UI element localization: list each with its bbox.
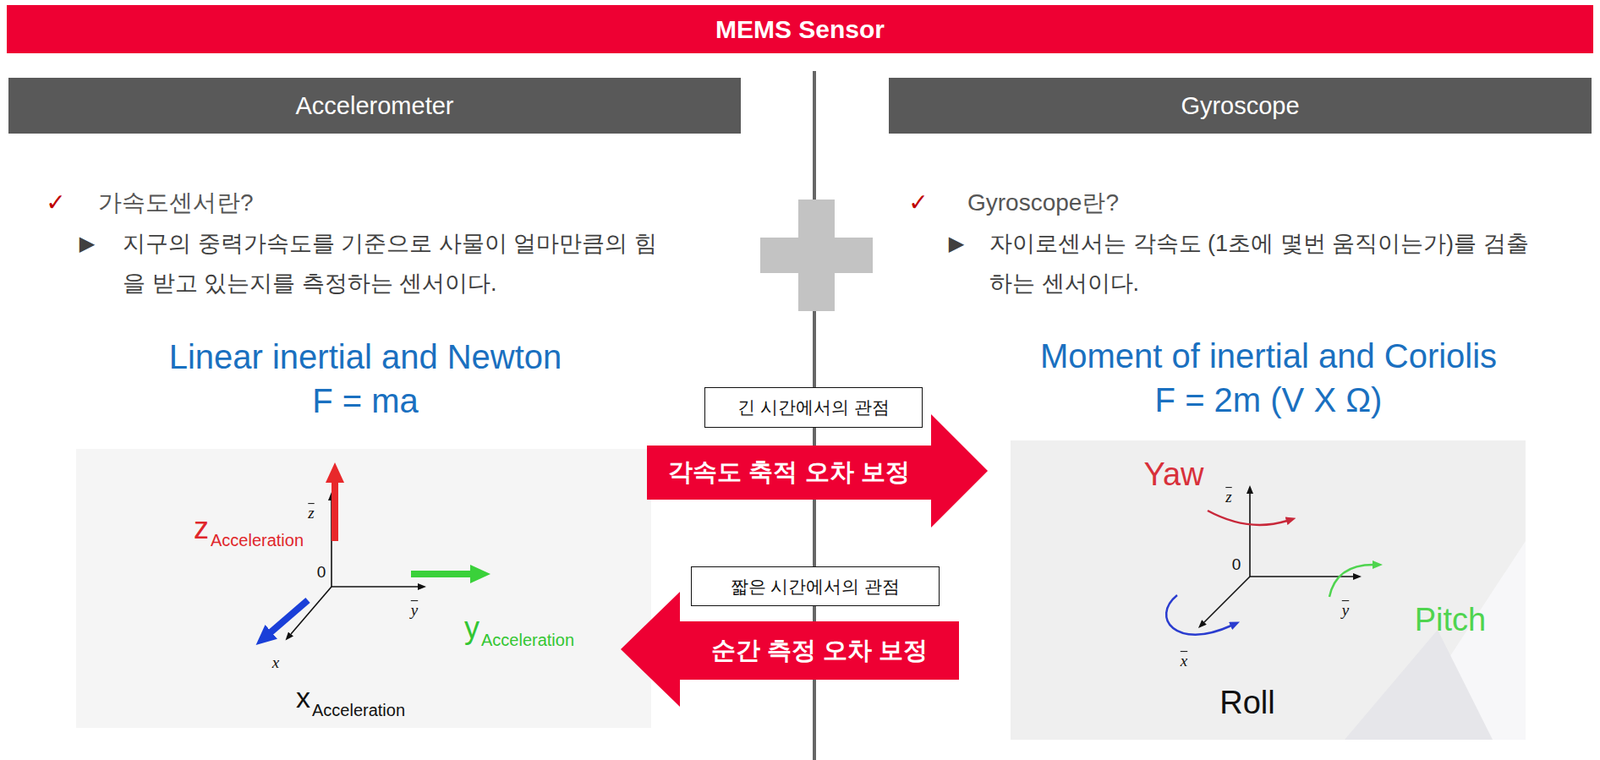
- viewpoint-text: 긴 시간에서의 관점: [737, 395, 890, 420]
- definition-text: 자이로센서는 각속도 (1초에 몇번 움직이는가)를 검출하는 센서이다.: [989, 224, 1548, 304]
- definition-text: 지구의 중력가속도를 기준으로 사물이 얼마만큼의 힘을 받고 있는지를 측정하…: [122, 224, 664, 304]
- roll-rotation-arrow: [1166, 595, 1232, 636]
- axis-name: y: [464, 610, 480, 646]
- z-acceleration-arrow: [331, 482, 339, 542]
- gyroscope-figure-ground: [1010, 440, 1526, 740]
- check-mark: ✓: [908, 189, 928, 217]
- bullet-marker: ▶: [79, 231, 95, 256]
- rotation-name: Pitch: [1414, 602, 1486, 640]
- rotation-name: Yaw: [1143, 456, 1204, 494]
- bullet-marker: ▶: [948, 231, 965, 256]
- formula-text: F = 2m (V X Ω): [1155, 380, 1383, 420]
- title-text: MEMS Sensor: [715, 15, 885, 44]
- arrow-label-area: 각속도 축적 오차 보정: [646, 445, 932, 500]
- origin-label: 0: [1232, 555, 1242, 575]
- accelerometer-figure-ground: [76, 449, 652, 729]
- formula-text: Linear inertial and Newton: [169, 337, 563, 377]
- axis-letter: x: [272, 653, 280, 673]
- axis-letter: y: [1342, 601, 1349, 620]
- viewpoint-text: 짧은 시간에서의 관점: [730, 575, 901, 599]
- formula-text: Moment of inertial and Coriolis: [1040, 336, 1497, 376]
- correction-arrow: 순간 측정 오차 보정: [620, 591, 959, 707]
- axis-letter: z: [1225, 487, 1232, 507]
- accelerometer-axes: [290, 500, 418, 635]
- question-heading: Gyroscope란?: [967, 189, 1119, 217]
- header-text: Gyroscope: [1180, 92, 1299, 121]
- arrow-text: 순간 측정 오차 보정: [711, 634, 928, 669]
- axis-letter: x: [1180, 652, 1188, 671]
- arrow-text: 각속도 축적 오차 보정: [668, 455, 910, 490]
- arrow-outline: [646, 414, 988, 528]
- rotation-name: Roll: [1219, 684, 1275, 723]
- yaw-rotation-arrow: [1207, 510, 1288, 526]
- header-text: Accelerometer: [295, 92, 455, 121]
- axis-name: x: [295, 681, 311, 715]
- formula-text: F = ma: [312, 381, 419, 421]
- axis-subscript: Acceleration: [312, 701, 406, 721]
- section-header: Gyroscope: [888, 77, 1592, 134]
- y-acceleration-arrow: [410, 570, 472, 578]
- section-header: Accelerometer: [8, 77, 741, 134]
- check-mark: ✓: [45, 189, 66, 217]
- arrow-label-area: 순간 측정 오차 보정: [679, 621, 959, 680]
- arrow-outline: [620, 591, 959, 707]
- plus-sign: [760, 199, 873, 312]
- axis-letter: y: [410, 601, 418, 620]
- shade: [1344, 630, 1493, 740]
- pitch-rotation-arrow: [1329, 564, 1374, 598]
- correction-arrow: 각속도 축적 오차 보정: [646, 414, 988, 528]
- axis-subscript: Acceleration: [481, 630, 575, 651]
- axis-subscript: Acceleration: [210, 531, 304, 551]
- viewpoint-box: 긴 시간에서의 관점: [704, 387, 923, 428]
- origin-label: 0: [317, 563, 327, 582]
- gyroscope-axes: [1204, 493, 1354, 623]
- x-acceleration-arrow: [270, 600, 308, 633]
- axis-name: z: [193, 510, 209, 546]
- viewpoint-box: 짧은 시간에서의 관점: [690, 566, 940, 607]
- question-heading: 가속도센서란?: [98, 189, 254, 217]
- title-bar: MEMS Sensor: [6, 5, 1594, 54]
- axis-letter: z: [307, 504, 314, 523]
